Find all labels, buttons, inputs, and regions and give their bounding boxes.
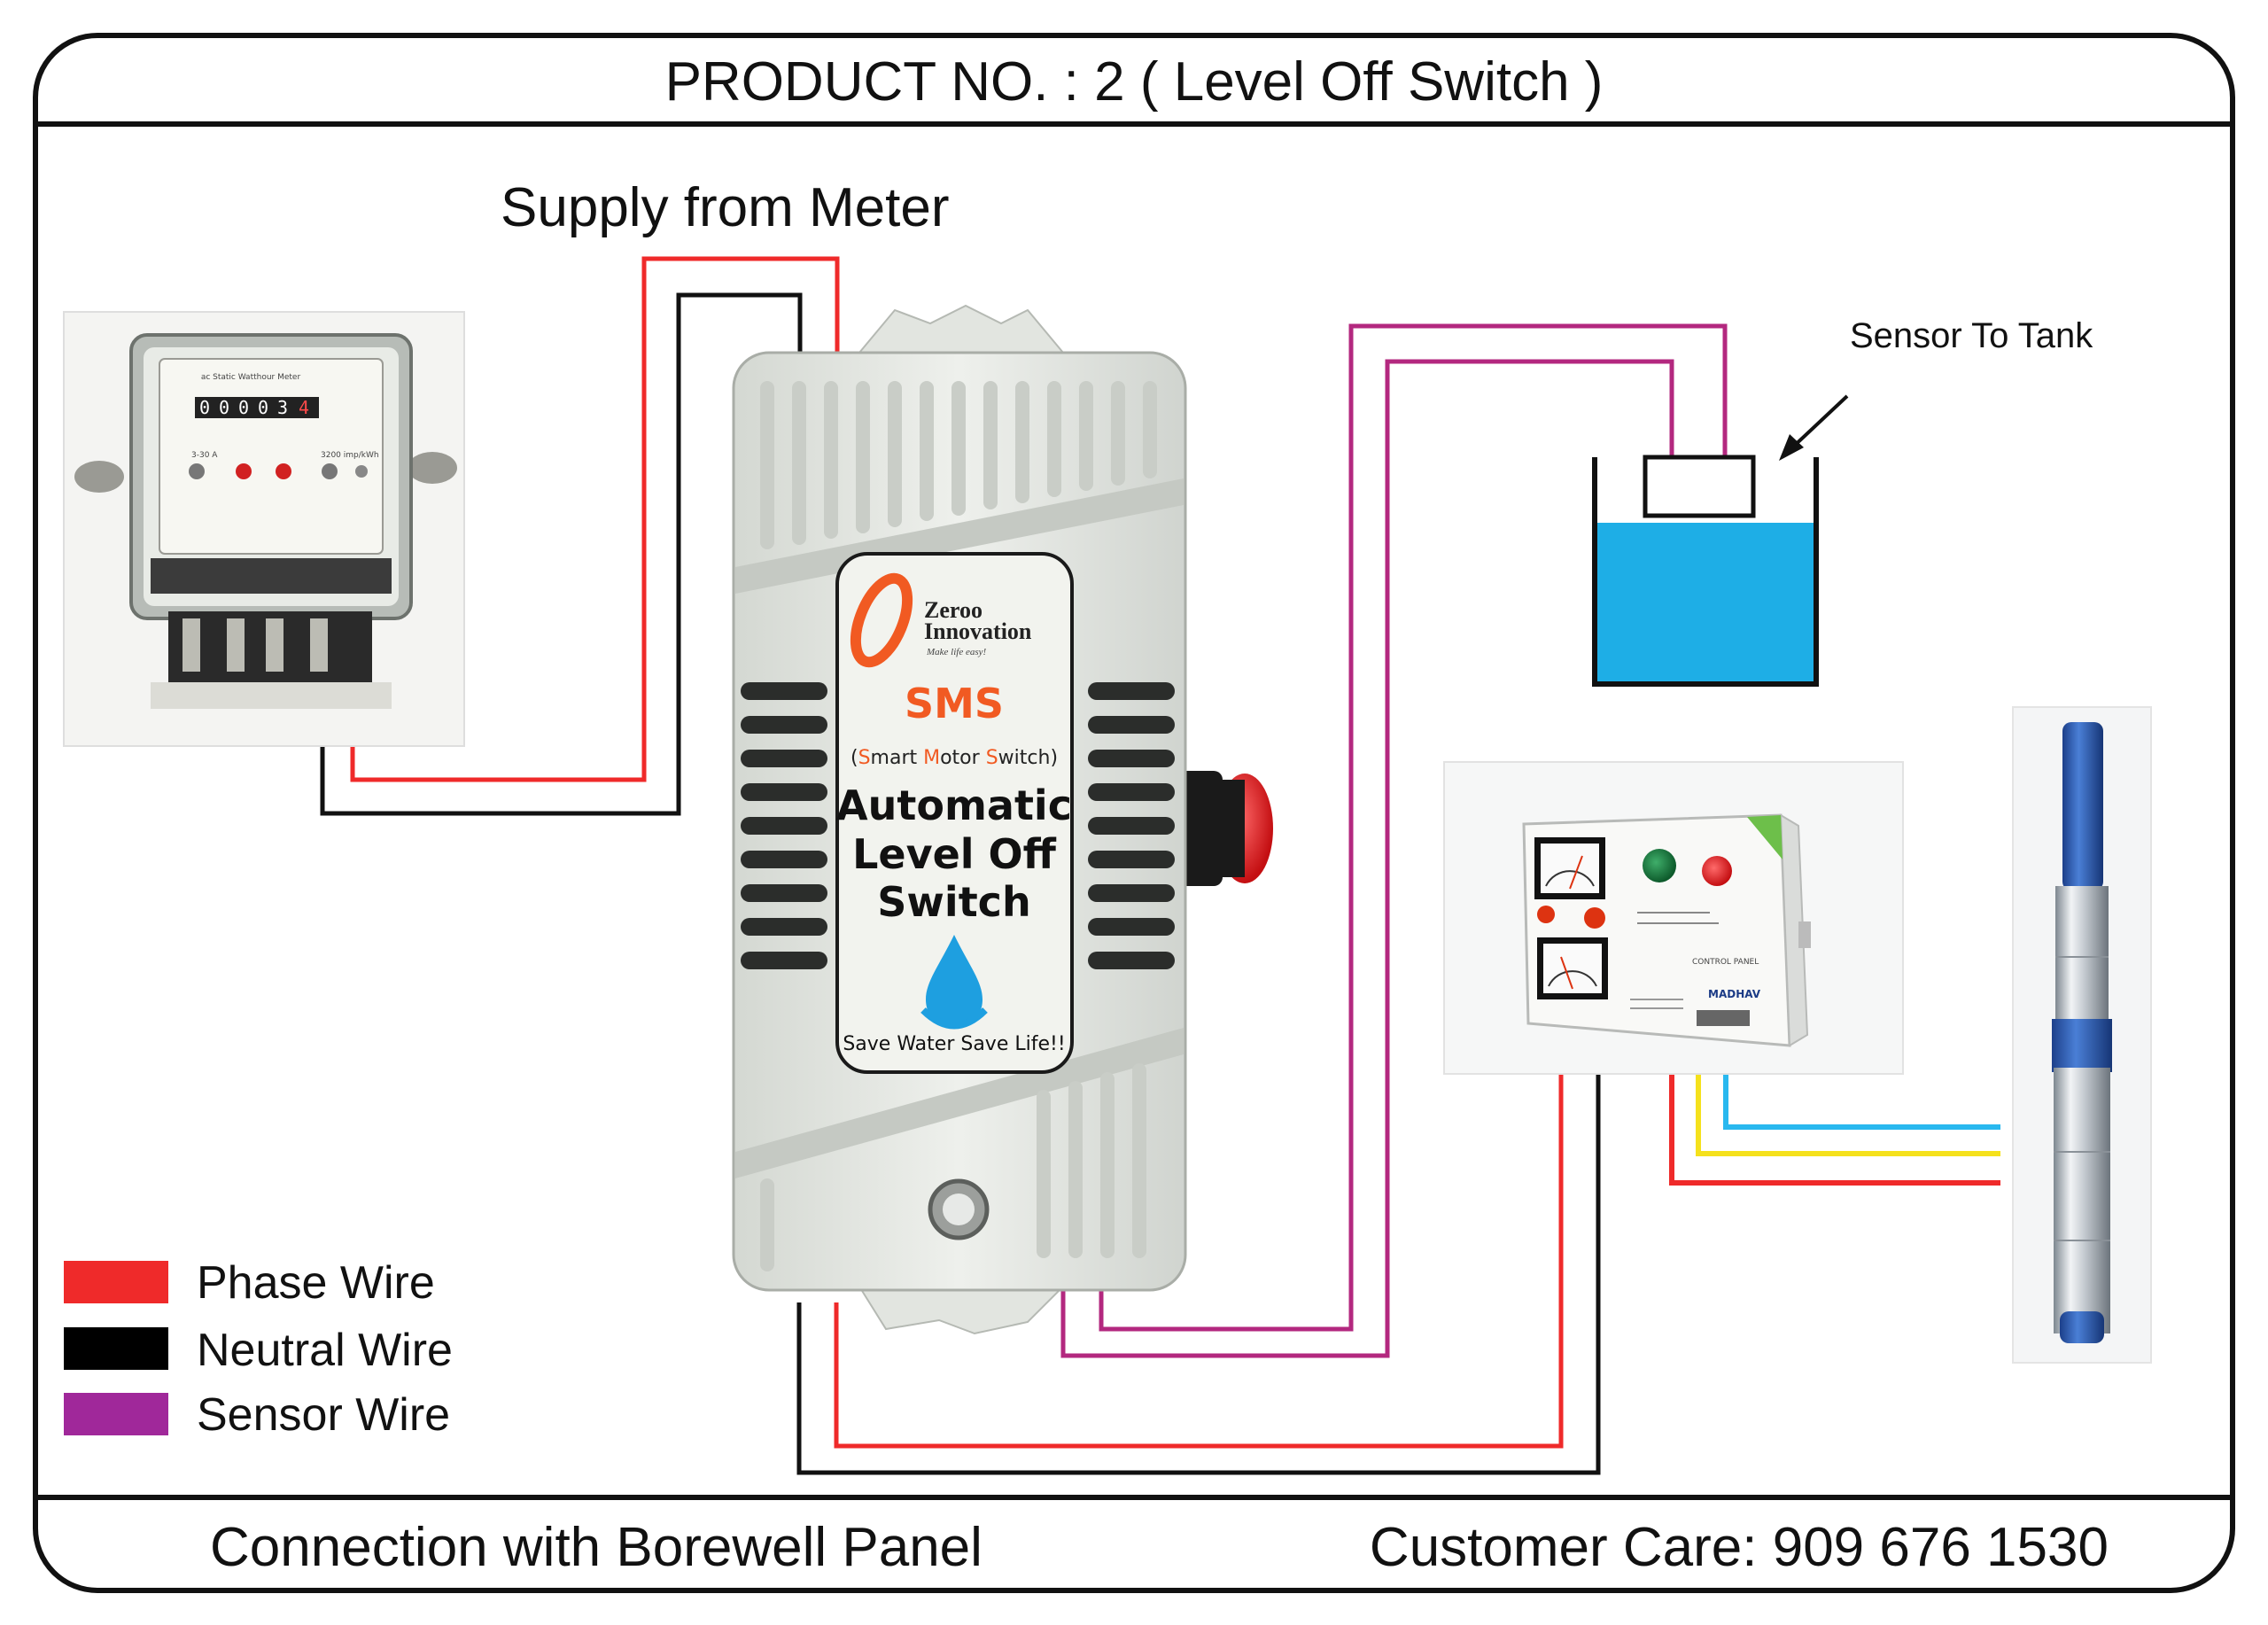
control-panel: CONTROL PANEL MADHAV [1443,761,1904,1075]
phase-wire-panel [834,1034,1564,1449]
page-title: PRODUCT NO. : 2 ( Level Off Switch ) [665,51,1604,113]
zeroo-logo-icon [850,572,913,668]
tank-walls [1592,457,1819,687]
device-name-line3: Switch [877,878,1030,926]
sensor-wire-1 [1099,323,1728,1332]
neutral-wire-meter [320,292,803,816]
brand-tagline: Make life easy! [926,647,987,657]
energy-meter: ac Static Watthour Meter 0 0 0 0 3 4 3-3… [63,311,465,747]
submersible-pump [2012,706,2152,1364]
legend-swatch-sensor [64,1393,168,1435]
device-name-line1: Automatic [836,781,1072,829]
legend-swatch-phase [64,1261,168,1303]
svg-text:3: 3 [277,397,288,418]
meter-title: ac Static Watthour Meter [201,373,301,382]
start-button-icon [1643,849,1676,882]
meter-spec-right: 3200 imp/kWh [321,451,379,460]
control-panel-title: CONTROL PANEL [1692,958,1759,967]
svg-text:4: 4 [299,397,309,418]
footer-left-text: Connection with Borewell Panel [210,1517,983,1578]
device-slogan: Save Water Save Life!! [843,1033,1065,1055]
legend-swatch-neutral [64,1327,168,1370]
supply-label: Supply from Meter [501,177,950,238]
level-off-switch-device: Zeroo Innovation Make life easy! SMS (Sm… [732,304,1273,1335]
legend-label-phase: Phase Wire [197,1257,435,1309]
legend: Phase Wire Neutral Wire Sensor Wire [64,1257,453,1441]
model-full-name: (Smart Motor Switch) [850,747,1058,769]
legend-label-sensor: Sensor Wire [197,1389,450,1441]
meter-reading: 0 0 0 0 3 4 [199,397,309,418]
device-name-line2: Level Off [852,830,1057,878]
phase-wire-meter [350,256,840,782]
pump-wire-red [1669,1028,2000,1186]
water-drop-icon [920,935,988,1030]
sensor-to-tank-label: Sensor To Tank [1850,316,2093,355]
svg-text:0: 0 [238,397,249,418]
svg-text:0: 0 [258,397,268,418]
customer-care-text: Customer Care: 909 676 1530 [1370,1517,2109,1578]
control-panel-brand: MADHAV [1708,988,1761,1000]
tank-water [1595,523,1816,684]
brand-line2: Innovation [924,618,1032,644]
meter-spec-left: 3-30 A [191,451,218,460]
water-tank [1592,455,1819,687]
sensor-wire-2 [1060,359,1674,1358]
legend-label-neutral: Neutral Wire [197,1325,453,1376]
device-label-plate [835,552,1074,1074]
model-name: SMS [905,680,1004,727]
stop-button-icon [1702,856,1732,886]
svg-text:0: 0 [199,397,210,418]
brand-line1: Zeroo [924,597,983,623]
neutral-wire-panel [796,1034,1601,1475]
svg-text:0: 0 [219,397,229,418]
sensor-arrow-icon [1779,394,1849,461]
tank-sensor [1643,455,1756,518]
